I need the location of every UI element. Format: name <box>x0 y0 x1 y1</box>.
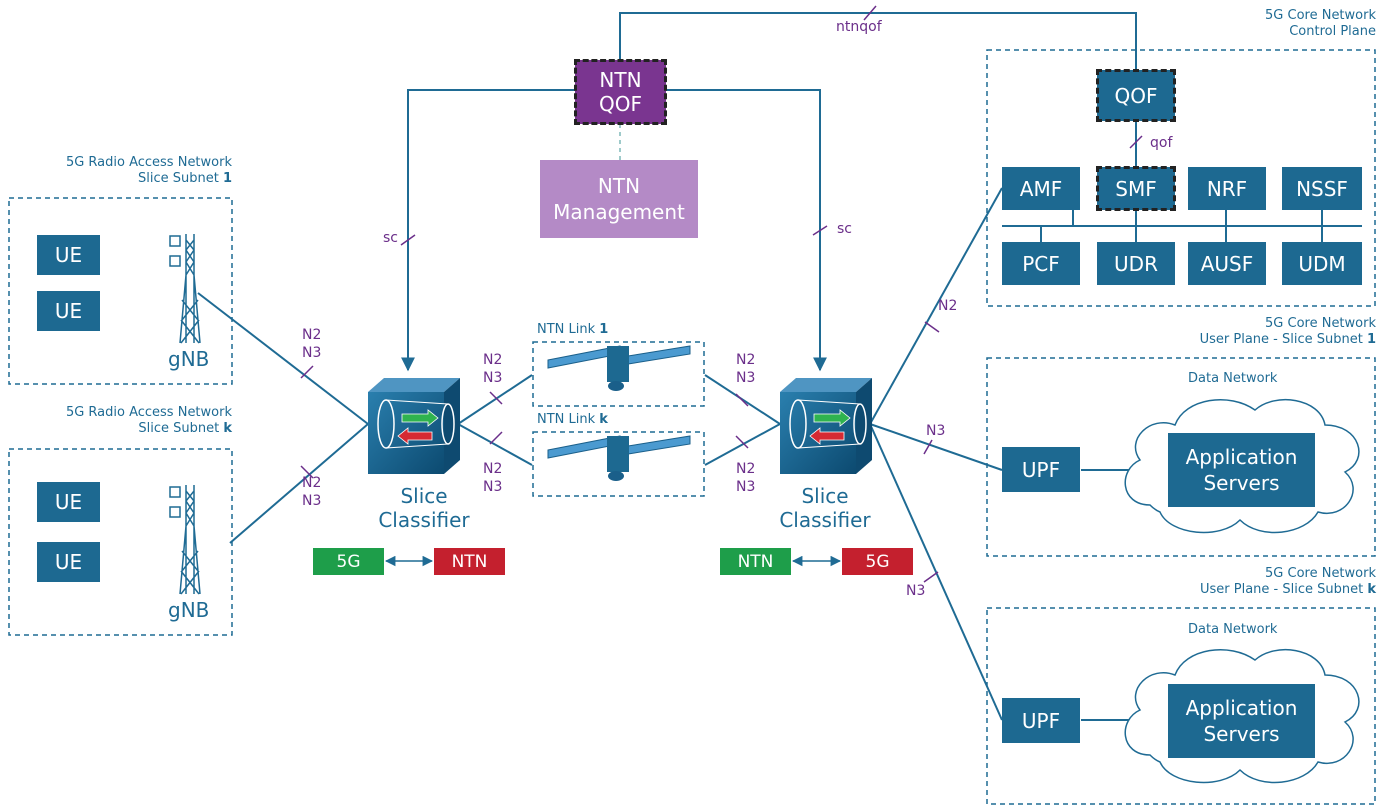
slice-classifier-right-line1: Slice <box>801 484 849 508</box>
core-up-k-title-line1: 5G Core Network <box>1265 566 1376 581</box>
slice-classifier-left-line2: Classifier <box>378 508 470 532</box>
tag-5g: 5G <box>313 548 384 575</box>
core-up-1-region <box>986 357 1376 557</box>
core-up-k-region <box>986 607 1376 805</box>
core-up-k-title-index: k <box>1367 582 1376 597</box>
interface-qof-label: qof <box>1150 135 1173 151</box>
ntn-link-k-index: k <box>599 412 608 427</box>
application-servers-line2: Servers <box>1203 471 1280 495</box>
core-cp-title: 5G Core Network Control Plane <box>1265 8 1376 40</box>
gnb-tower-icon <box>169 234 201 344</box>
ntn-link-1-label: NTN Link 1 <box>537 322 608 338</box>
ntn-qof-line2: QOF <box>599 92 642 116</box>
ue-box[interactable]: UE <box>37 291 100 331</box>
core-up-1-title-index: 1 <box>1366 332 1376 347</box>
interface-n3-label: N3 <box>483 479 503 495</box>
gnb-tower-icon <box>169 485 201 595</box>
slice-classifier-right-line2: Classifier <box>779 508 871 532</box>
interface-n2-label: N2 <box>302 327 322 343</box>
interface-n2-label: N2 <box>938 298 958 314</box>
ran-1-region <box>8 197 233 385</box>
ntn-link-k-label-text: NTN Link <box>537 412 600 427</box>
interface-n2-label: N2 <box>736 352 756 368</box>
ran-k-title-index: k <box>223 421 232 436</box>
core-cp-title-line2: Control Plane <box>1289 24 1376 39</box>
tag-ntn: NTN <box>434 548 505 575</box>
satellite-icon <box>547 345 691 391</box>
ntn-link-k-region <box>532 431 705 497</box>
ntn-link-1-region <box>532 341 705 407</box>
interface-n2-label: N2 <box>736 461 756 477</box>
ausf-box[interactable]: AUSF <box>1188 242 1266 285</box>
nssf-box[interactable]: NSSF <box>1282 167 1362 210</box>
gnb-label: gNB <box>168 347 210 371</box>
ran-k-title-line2: Slice Subnet <box>138 421 224 436</box>
smf-box[interactable]: SMF <box>1096 166 1176 211</box>
pcf-box[interactable]: PCF <box>1002 242 1080 285</box>
core-cp-region <box>986 49 1376 307</box>
nrf-box[interactable]: NRF <box>1188 167 1266 210</box>
ran-1-title-line2: Slice Subnet <box>137 171 223 186</box>
core-cp-title-line1: 5G Core Network <box>1265 8 1376 23</box>
interface-n3-label: N3 <box>736 479 756 495</box>
udm-box[interactable]: UDM <box>1282 242 1362 285</box>
application-servers-line2: Servers <box>1203 722 1280 746</box>
interface-ntnqof-label: ntnqof <box>836 19 882 35</box>
ntn-management-line2: Management <box>553 200 685 224</box>
interface-n3-label: N3 <box>302 493 322 509</box>
ran-1-title-line1: 5G Radio Access Network <box>65 155 232 170</box>
udr-box[interactable]: UDR <box>1097 242 1175 285</box>
core-up-1-title: 5G Core Network User Plane - Slice Subne… <box>1200 316 1376 348</box>
core-up-k-title: 5G Core Network User Plane - Slice Subne… <box>1200 566 1376 598</box>
core-up-1-title-line1: 5G Core Network <box>1265 316 1376 331</box>
ntn-qof-box[interactable]: NTN QOF <box>574 59 667 125</box>
ntn-management-box[interactable]: NTN Management <box>540 160 698 238</box>
ue-box[interactable]: UE <box>37 235 100 275</box>
ntn-link-1-index: 1 <box>599 322 609 337</box>
ue-box[interactable]: UE <box>37 482 100 522</box>
slice-classifier-left-line1: Slice <box>400 484 448 508</box>
slice-classifier-icon <box>368 378 460 474</box>
gnb-label: gNB <box>168 598 210 622</box>
application-servers-box[interactable]: Application Servers <box>1168 684 1315 758</box>
ran-1-title-index: 1 <box>222 171 232 186</box>
interface-n3-label: N3 <box>736 370 756 386</box>
amf-box[interactable]: AMF <box>1002 167 1080 210</box>
tag-ntn: NTN <box>720 548 791 575</box>
interface-n2-label: N2 <box>483 461 503 477</box>
ntn-link-k-label: NTN Link k <box>537 412 608 428</box>
application-servers-line1: Application <box>1185 696 1298 720</box>
satellite-icon <box>547 435 691 481</box>
interface-sc-label: sc <box>383 230 398 246</box>
ran-k-title-line1: 5G Radio Access Network <box>65 405 232 420</box>
tag-5g: 5G <box>842 548 913 575</box>
interface-n3-label: N3 <box>483 370 503 386</box>
core-up-k-title-line2: User Plane - Slice Subnet <box>1200 582 1368 597</box>
interface-sc-label: sc <box>837 221 852 237</box>
data-network-label: Data Network <box>1188 371 1278 386</box>
ran-1-title: 5G Radio Access Network Slice Subnet 1 <box>66 155 232 187</box>
data-network-label: Data Network <box>1188 622 1278 637</box>
interface-n2-label: N2 <box>483 352 503 368</box>
ntn-management-line1: NTN <box>597 174 641 198</box>
application-servers-line1: Application <box>1185 445 1298 469</box>
upf-box[interactable]: UPF <box>1002 698 1080 743</box>
ntn-qof-line1: NTN <box>599 68 642 92</box>
interface-n3-label: N3 <box>926 423 946 439</box>
upf-box[interactable]: UPF <box>1002 447 1080 492</box>
ntn-link-1-label-text: NTN Link <box>537 322 600 337</box>
interface-n2-label: N2 <box>302 475 322 491</box>
interface-n3-label: N3 <box>302 345 322 361</box>
application-servers-box[interactable]: Application Servers <box>1168 433 1315 507</box>
interface-n3-label: N3 <box>906 583 926 599</box>
core-up-1-title-line2: User Plane - Slice Subnet <box>1199 332 1367 347</box>
ran-k-title: 5G Radio Access Network Slice Subnet k <box>66 405 232 437</box>
qof-box[interactable]: QOF <box>1096 69 1176 122</box>
ue-box[interactable]: UE <box>37 542 100 582</box>
slice-classifier-icon <box>780 378 872 474</box>
slice-classifier-right-label: Slice Classifier <box>775 484 875 532</box>
slice-classifier-left-label: Slice Classifier <box>374 484 474 532</box>
